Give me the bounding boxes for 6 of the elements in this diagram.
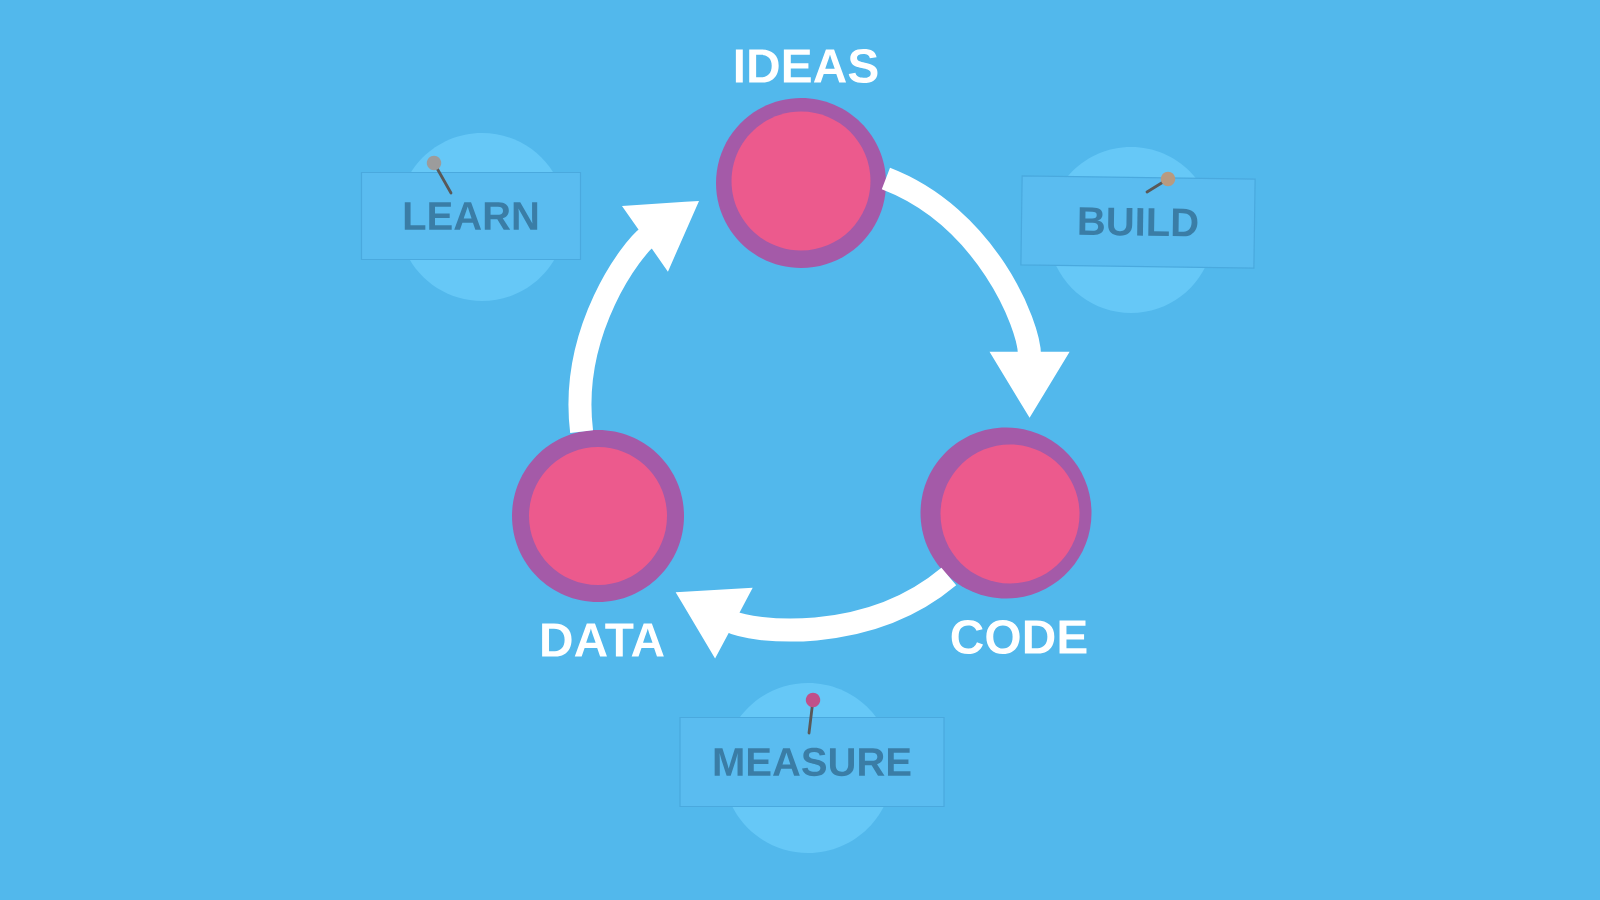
sign-board: BUILD	[1020, 175, 1256, 269]
circle-label: IDEAS	[735, 49, 878, 83]
circle-label: DATA	[542, 623, 664, 657]
sign-board: MEASURE	[679, 716, 945, 808]
sign-board: LEARN	[360, 171, 582, 261]
circle-label: CODE	[951, 620, 1087, 654]
